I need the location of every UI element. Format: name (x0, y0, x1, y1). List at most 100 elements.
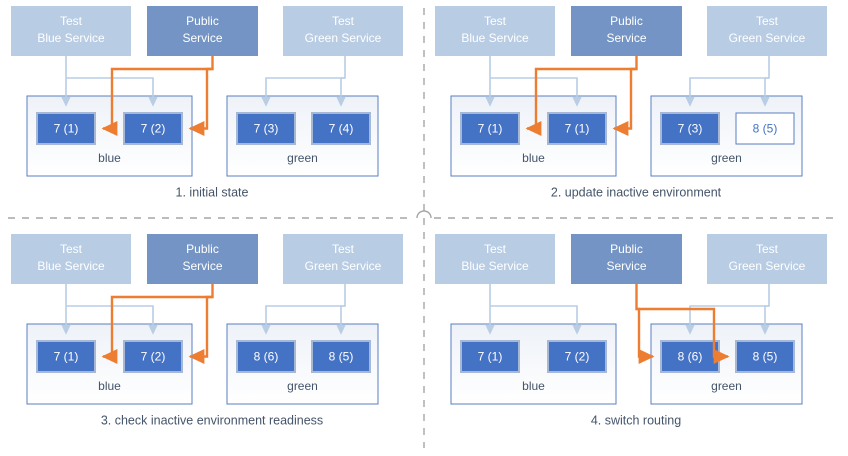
test-green-service-label-line1: Test (756, 14, 779, 28)
blue-environment-label: blue (98, 151, 121, 165)
pod-green-1-rect[interactable] (660, 112, 720, 145)
pod-blue-2[interactable]: 7 (2) (123, 112, 183, 145)
pod-blue-1[interactable]: 7 (1) (460, 340, 520, 373)
pod-blue-2-label: 7 (1) (565, 122, 590, 136)
test-green-service-label-line1: Test (332, 242, 355, 256)
public-service-label-line2: Service (606, 31, 646, 45)
pod-green-2-rect[interactable] (311, 112, 371, 145)
conn-testgreen-pod1 (261, 305, 345, 335)
test-blue-service-rect[interactable] (11, 234, 131, 284)
test-green-service-label-line2: Green Service (729, 31, 806, 45)
pod-green-1[interactable]: 7 (3) (236, 112, 296, 145)
pod-blue-2[interactable]: 7 (2) (123, 340, 183, 373)
test-blue-service-label-line1: Test (60, 242, 83, 256)
test-green-service-label-line2: Green Service (729, 259, 806, 273)
pod-blue-2-rect[interactable] (547, 340, 607, 373)
test-green-service-rect[interactable] (283, 234, 403, 284)
public-service-label-line2: Service (182, 259, 222, 273)
green-environment-label: green (287, 151, 318, 165)
pod-green-2-rect[interactable] (311, 340, 371, 373)
pod-green-2-label: 8 (5) (753, 350, 778, 364)
test-green-service-label-line2: Green Service (305, 259, 382, 273)
pod-green-1-label: 8 (6) (678, 350, 703, 364)
pod-green-2-label: 7 (4) (329, 122, 354, 136)
pod-blue-2-label: 7 (2) (141, 122, 166, 136)
pod-blue-2[interactable]: 7 (1) (547, 112, 607, 145)
test-blue-service-label-line1: Test (484, 14, 507, 28)
routing-public-to-blue-pod2 (188, 295, 213, 364)
public-service-rect[interactable] (147, 234, 258, 284)
pod-blue-1[interactable]: 7 (1) (460, 112, 520, 145)
green-environment-label: green (711, 151, 742, 165)
pod-blue-1-rect[interactable] (460, 340, 520, 373)
pod-blue-1[interactable]: 7 (1) (36, 112, 96, 145)
pod-green-1-rect[interactable] (236, 112, 296, 145)
test-green-service-rect[interactable] (283, 6, 403, 56)
test-blue-service-rect[interactable] (435, 6, 555, 56)
pod-green-2[interactable]: 8 (5) (311, 340, 371, 373)
test-blue-service-label-line1: Test (60, 14, 83, 28)
pod-green-2-label: 8 (5) (753, 122, 778, 136)
pod-blue-1-rect[interactable] (460, 112, 520, 145)
pod-blue-2-rect[interactable] (123, 112, 183, 145)
test-blue-service-label-line2: Blue Service (461, 259, 529, 273)
pod-blue-1-label: 7 (1) (54, 350, 79, 364)
public-service-rect[interactable] (571, 234, 682, 284)
blue-environment-label: blue (98, 379, 121, 393)
pod-green-1-rect[interactable] (236, 340, 296, 373)
panel-3-caption: 3. check inactive environment readiness (101, 413, 323, 427)
conn-testgreen-pod1 (261, 77, 345, 107)
pod-blue-2[interactable]: 7 (2) (547, 340, 607, 373)
pod-green-1-label: 8 (6) (254, 350, 279, 364)
pod-blue-1-label: 7 (1) (478, 122, 503, 136)
pod-green-2[interactable]: 8 (5) (735, 340, 795, 373)
public-service-label-line1: Public (610, 14, 643, 28)
test-blue-service-rect[interactable] (435, 234, 555, 284)
pod-green-2[interactable]: 7 (4) (311, 112, 371, 145)
pod-green-1[interactable]: 7 (3) (660, 112, 720, 145)
pod-green-2[interactable]: 8 (5) (735, 112, 795, 145)
pod-blue-2-rect[interactable] (547, 112, 607, 145)
conn-testblue-pod2 (66, 77, 158, 107)
pod-green-2-rect[interactable] (735, 340, 795, 373)
pod-blue-1-rect[interactable] (36, 112, 96, 145)
public-service-label-line1: Public (186, 242, 219, 256)
routing-public-to-blue-pod2 (612, 67, 637, 136)
test-green-service-rect[interactable] (707, 234, 827, 284)
green-environment-label: green (711, 379, 742, 393)
test-blue-service-label-line2: Blue Service (37, 31, 105, 45)
pod-blue-2-rect[interactable] (123, 340, 183, 373)
pod-blue-1-rect[interactable] (36, 340, 96, 373)
pod-green-1[interactable]: 8 (6) (660, 340, 720, 373)
public-service-rect[interactable] (571, 6, 682, 56)
routing-public-to-green-pod2 (636, 307, 730, 364)
pod-blue-1-label: 7 (1) (478, 350, 503, 364)
test-blue-service-rect[interactable] (11, 6, 131, 56)
pod-green-1[interactable]: 8 (6) (236, 340, 296, 373)
panel-4-caption: 4. switch routing (591, 413, 681, 427)
pod-green-2-rect[interactable] (735, 112, 795, 145)
routing-public-to-blue-pod1 (525, 56, 638, 136)
routing-public-to-blue-pod1 (101, 56, 214, 136)
pod-blue-1[interactable]: 7 (1) (36, 340, 96, 373)
public-service-label-line1: Public (610, 242, 643, 256)
test-green-service-rect[interactable] (707, 6, 827, 56)
green-environment-label: green (287, 379, 318, 393)
public-service-rect[interactable] (147, 6, 258, 56)
